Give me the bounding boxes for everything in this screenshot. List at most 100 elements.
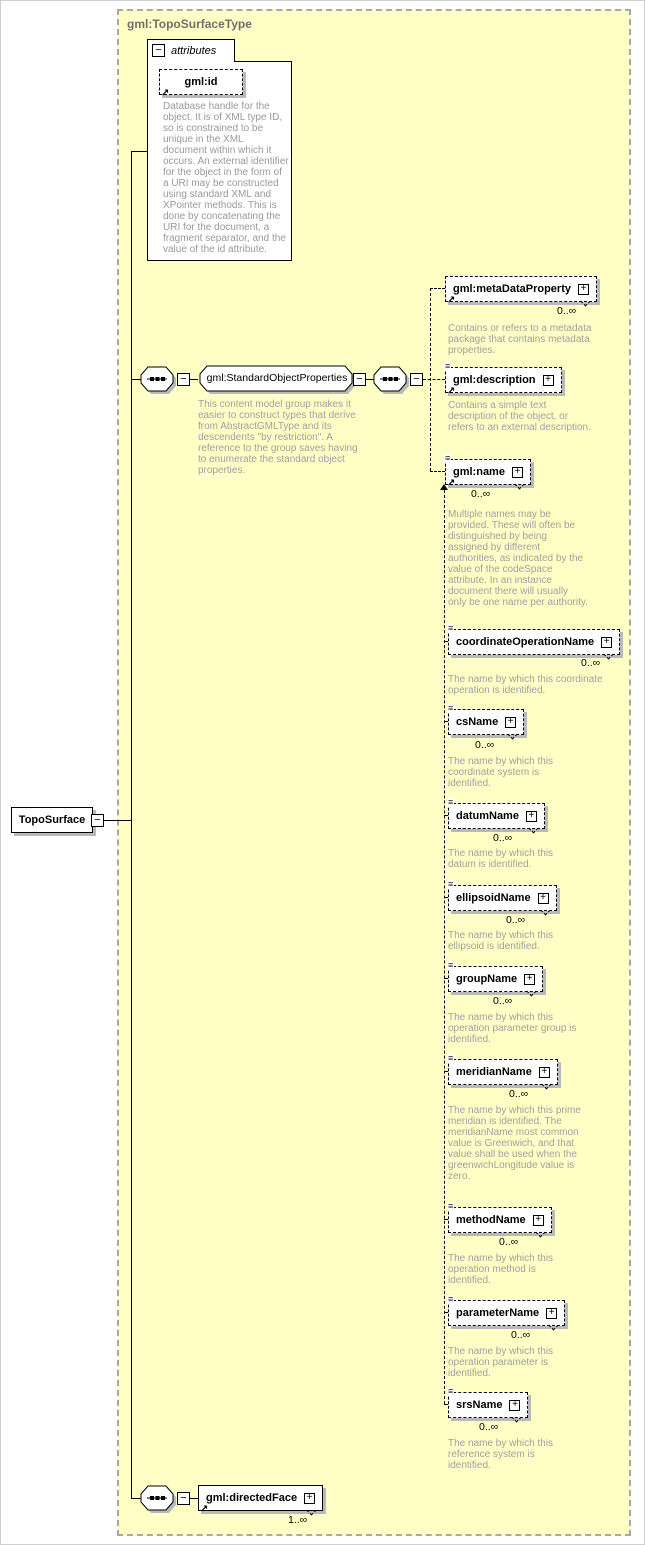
element-toposurface[interactable]: TopoSurface	[11, 807, 93, 833]
element-label: gml:name	[453, 466, 505, 478]
reference-arrow-icon: ↗	[447, 295, 456, 306]
element-coordinateoperationname[interactable]: ≡ coordinateOperationName +	[447, 624, 621, 660]
element-srsname[interactable]: ≡ srsName +	[447, 1387, 529, 1423]
element-gml-metadataproperty[interactable]: gml:metaDataProperty + ↗	[445, 276, 597, 307]
connector	[365, 379, 374, 380]
annotation-text: The name by which this operation paramet…	[448, 1346, 554, 1379]
annotation-icon: ≡	[447, 1294, 455, 1304]
expand-icon[interactable]: +	[304, 1492, 316, 1504]
substitution-arrow-icon	[440, 484, 448, 490]
element-label: groupName	[456, 973, 518, 985]
element-groupname[interactable]: ≡ groupName +	[447, 961, 544, 997]
annotation-icon: ≡	[447, 1386, 455, 1396]
annotation-icon: ≡	[447, 623, 455, 633]
expand-icon[interactable]: +	[509, 1399, 521, 1411]
collapse-icon[interactable]: −	[152, 44, 165, 57]
annotation-text: The name by which this operation paramet…	[448, 1012, 577, 1045]
collapse-icon[interactable]: −	[177, 373, 190, 386]
annotation-text: This content model group makes it easier…	[198, 399, 358, 476]
group-shape[interactable]	[198, 365, 358, 397]
element-gml-name[interactable]: ≡ gml:name + ↗	[444, 454, 531, 490]
occurs-label: 0..∞	[493, 995, 513, 1007]
occurs-label: 0..∞	[475, 739, 495, 751]
occurs-label: 0..∞	[506, 914, 526, 926]
collapse-icon[interactable]: −	[353, 373, 366, 386]
expand-icon[interactable]: +	[505, 716, 517, 728]
connector	[131, 1498, 141, 1499]
group-label: gml:StandardObjectProperties	[206, 372, 348, 384]
element-gml-directedface[interactable]: gml:directedFace + ↗	[198, 1485, 324, 1516]
connector-dashed	[423, 379, 445, 380]
element-label: coordinateOperationName	[456, 636, 595, 648]
element-methodname[interactable]: ≡ methodName +	[447, 1202, 552, 1238]
connector	[190, 1498, 198, 1499]
occurs-label: 0..∞	[581, 657, 601, 669]
annotation-icon: ≡	[447, 879, 455, 889]
expand-icon[interactable]: +	[577, 283, 589, 295]
connector	[131, 379, 141, 380]
expand-icon[interactable]: +	[601, 636, 613, 648]
annotation-text: The name by which this operation method …	[448, 1253, 554, 1286]
annotation-icon: ≡	[447, 1053, 455, 1063]
annotation-icon: ≡	[447, 703, 455, 713]
connector	[190, 379, 198, 380]
expand-icon[interactable]: +	[546, 1307, 558, 1319]
annotation-text: Contains or refers to a metadata package…	[448, 323, 592, 356]
element-label: parameterName	[456, 1307, 540, 1319]
attribute-gml-id[interactable]: gml:id ↗	[159, 69, 243, 99]
connector-dashed	[430, 288, 445, 289]
sequence-icon	[140, 1485, 176, 1513]
element-ellipsoidname[interactable]: ≡ ellipsoidName +	[447, 880, 557, 916]
occurs-label: 0..∞	[509, 1088, 529, 1100]
expand-icon[interactable]: +	[538, 1066, 550, 1078]
occurs-label: 0..∞	[493, 832, 513, 844]
element-label: datumName	[456, 810, 519, 822]
type-container-label: gml:TopoSurfaceType	[127, 17, 252, 31]
element-label: methodName	[456, 1214, 526, 1226]
connector-dashed	[444, 815, 449, 816]
expand-icon[interactable]: +	[524, 973, 536, 985]
occurs-label: 1..∞	[288, 1514, 308, 1526]
expand-icon[interactable]: +	[525, 810, 537, 822]
element-label: gml:directedFace	[206, 1492, 298, 1504]
connector-dashed	[444, 1219, 449, 1220]
element-gml-description[interactable]: ≡ gml:description + ↗	[444, 362, 562, 397]
occurs-label: 0..∞	[499, 1236, 519, 1248]
collapse-icon[interactable]: −	[91, 814, 104, 827]
element-parametername[interactable]: ≡ parameterName +	[447, 1295, 566, 1331]
reference-arrow-icon: ↗	[161, 88, 170, 99]
expand-icon[interactable]: +	[532, 1214, 544, 1226]
annotation-icon: ≡	[447, 1201, 455, 1211]
annotation-icon: ≡	[447, 960, 455, 970]
element-label: srsName	[456, 1399, 503, 1411]
element-datumname[interactable]: ≡ datumName +	[447, 798, 545, 834]
expand-icon[interactable]: +	[511, 466, 523, 478]
expand-icon[interactable]: +	[542, 374, 554, 386]
annotation-text: The name by which this coordinate system…	[448, 756, 554, 789]
collapse-icon[interactable]: −	[410, 373, 423, 386]
reference-arrow-icon: ↗	[200, 1504, 209, 1515]
annotation-text: The name by which this prime meridian is…	[448, 1105, 581, 1182]
annotation-text: Contains a simple text description of th…	[448, 400, 591, 433]
annotation-text: The name by which this datum is identifi…	[448, 848, 554, 870]
connector	[104, 820, 131, 821]
connector-dashed	[444, 897, 449, 898]
reference-arrow-icon: ↗	[447, 386, 456, 397]
connector-dashed	[444, 1312, 449, 1313]
sequence-icon	[140, 366, 176, 394]
expand-icon[interactable]: +	[537, 892, 549, 904]
element-label: csName	[456, 716, 499, 728]
occurs-label: 0..∞	[479, 1421, 499, 1433]
element-csname[interactable]: ≡ csName +	[447, 704, 525, 740]
attributes-label: attributes	[171, 45, 217, 57]
connector-dashed	[430, 288, 431, 471]
collapse-icon[interactable]: −	[177, 1492, 190, 1505]
annotation-text: The name by which this reference system …	[448, 1438, 554, 1471]
reference-arrow-icon: ↗	[447, 478, 456, 489]
annotation-text: Database handle for the object. It is of…	[163, 101, 289, 255]
connector	[131, 151, 147, 152]
annotation-text: The name by which this coordinate operat…	[448, 674, 603, 696]
connector-dashed	[444, 641, 449, 642]
connector-dashed	[444, 1404, 449, 1405]
element-meridianname[interactable]: ≡ meridianName +	[447, 1054, 558, 1090]
